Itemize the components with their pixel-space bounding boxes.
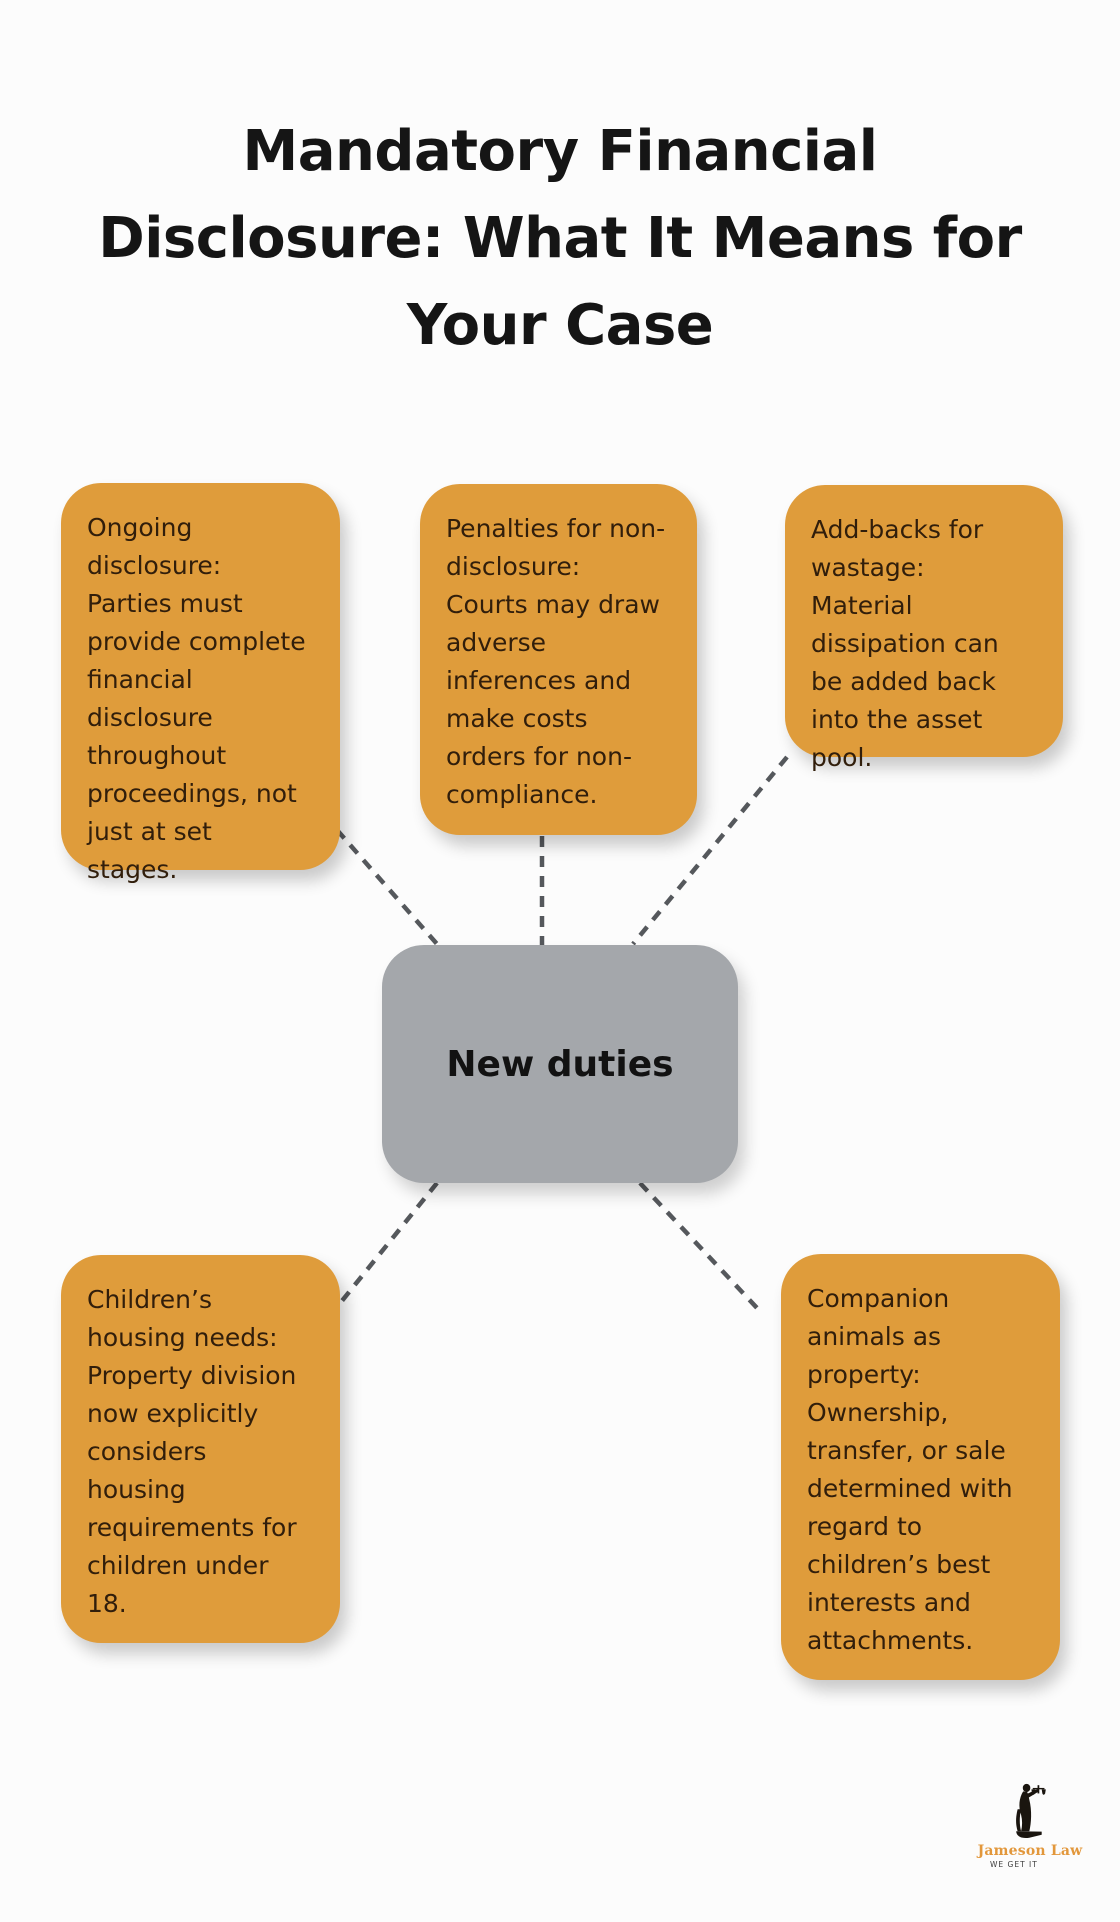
connector-ongoing-disclosure: [335, 828, 439, 946]
node-companion-animals-text: Companion animals as property: Ownership…: [807, 1284, 1013, 1655]
node-childrens-housing: Children’s housing needs: Property divis…: [61, 1255, 340, 1643]
connector-childrens-housing: [335, 1181, 439, 1309]
connector-companion-animals: [638, 1181, 759, 1310]
page-title-line-3: Your Case: [406, 293, 714, 358]
node-ongoing-disclosure: Ongoing disclosure: Parties must provide…: [61, 483, 340, 884]
node-childrens-housing-text: Children’s housing needs: Property divis…: [87, 1285, 297, 1618]
logo-name: Jameson Law: [977, 1843, 1083, 1859]
node-new-duties: New duties: [382, 945, 738, 1183]
lady-justice-icon: [1016, 1783, 1046, 1839]
node-ongoing-disclosure-text: Ongoing disclosure: Parties must provide…: [87, 513, 306, 884]
node-penalties: Penalties for non-disclosure: Courts may…: [420, 484, 697, 835]
jameson-law-logo: Jameson Law WE GET IT: [975, 1783, 1085, 1869]
node-add-backs-text: Add-backs for wastage: Material dissipat…: [811, 515, 999, 772]
node-new-duties-label: New duties: [446, 1043, 674, 1085]
node-add-backs: Add-backs for wastage: Material dissipat…: [785, 485, 1063, 772]
node-companion-animals: Companion animals as property: Ownership…: [781, 1254, 1060, 1680]
logo-tagline: WE GET IT: [990, 1860, 1038, 1869]
page-title: Mandatory Financial Disclosure: What It …: [30, 108, 1090, 369]
page-title-line-2: Disclosure: What It Means for: [98, 206, 1022, 271]
connector-add-backs: [631, 755, 789, 946]
node-penalties-text: Penalties for non-disclosure: Courts may…: [446, 514, 666, 809]
page-title-line-1: Mandatory Financial: [242, 119, 878, 184]
